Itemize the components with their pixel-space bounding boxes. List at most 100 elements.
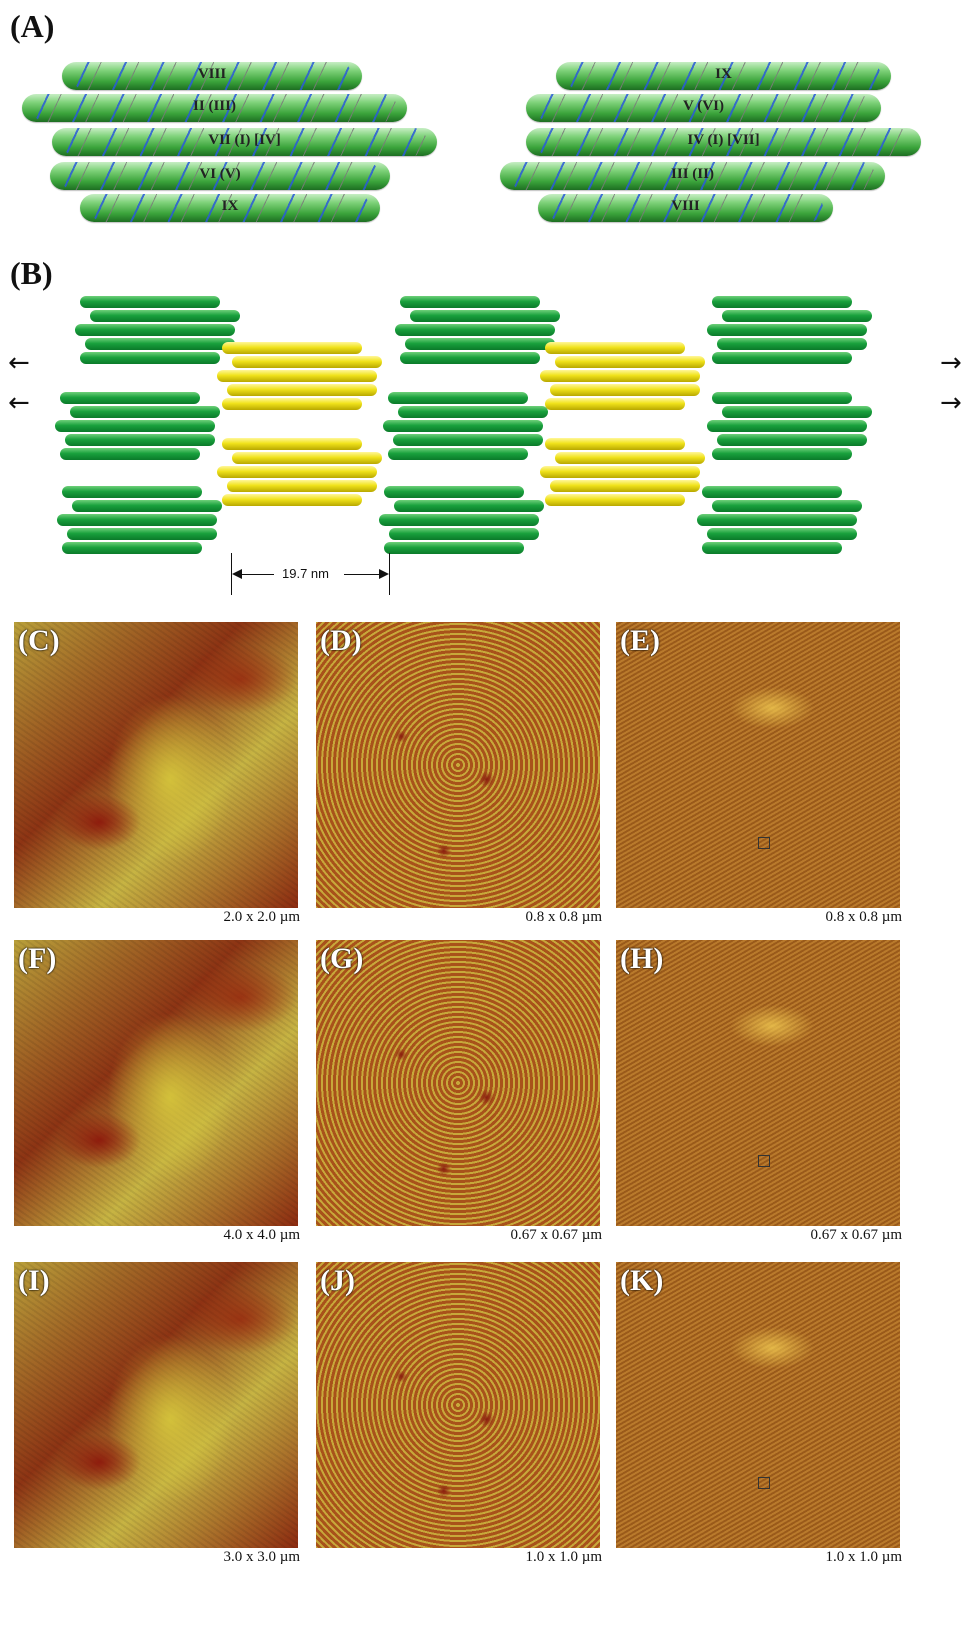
fibril-rod [232,452,382,464]
fibril-rod [540,466,700,478]
helix-label: VIII [197,66,227,82]
afm-image: (D) [316,622,600,908]
fibril-rod [70,406,220,418]
fibril-rod [384,542,524,554]
afm-image: (C) [14,622,298,908]
fibril-rod [550,480,700,492]
helix: V (VI) [526,94,881,122]
fibril-rod [227,480,377,492]
fibril-rod [550,384,700,396]
fibril-rod [227,384,377,396]
fibril-rod [707,324,867,336]
fibril-rod [405,338,555,350]
afm-image: (I) [14,1262,298,1548]
arrow-left-icon: ← [8,388,30,418]
panel-a-label: (A) [10,8,55,44]
afm-image-label: (H) [620,942,664,975]
helix: IX [556,62,891,90]
helix-label: IX [715,66,732,82]
fibril-rod [80,296,220,308]
fibril-rod [410,310,560,322]
fibril-rod [80,352,220,364]
fibril-rod [545,438,685,450]
afm-scan-size: 0.67 x 0.67 µm [510,1227,602,1243]
helix: VI (V) [50,162,390,190]
helix: IX [80,194,380,222]
helix: III (II) [500,162,885,190]
fibril-rod [85,338,235,350]
fibril-rod [540,370,700,382]
fibril-rod [712,392,852,404]
helix-label: IV (I) [VII] [687,132,760,148]
helix-label: VII (I) [IV] [208,132,281,148]
arrow-right-icon: → [940,388,962,418]
afm-scan-size: 2.0 x 2.0 µm [223,909,300,925]
fibril-rod [717,338,867,350]
fibril-rod [388,392,528,404]
afm-scan-size: 1.0 x 1.0 µm [525,1549,602,1565]
helix-label: V (VI) [683,98,724,114]
helix: II (III) [22,94,407,122]
helix: IV (I) [VII] [526,128,921,156]
afm-image: (F) [14,940,298,1226]
fibril-rod [707,528,857,540]
afm-image-label: (F) [18,942,57,975]
afm-image: (K) [616,1262,900,1548]
afm-image: (G) [316,940,600,1226]
panel-b-label: (B) [10,255,53,291]
afm-image-label: (C) [18,624,60,657]
afm-image: (E) [616,622,900,908]
afm-scan-size: 4.0 x 4.0 µm [223,1227,300,1243]
fibril-rod [722,406,872,418]
fibril-rod [712,296,852,308]
afm-scan-size: 0.67 x 0.67 µm [810,1227,902,1243]
fibril-rod [712,448,852,460]
fibril-rod [712,352,852,364]
afm-scan-size: 0.8 x 0.8 µm [525,909,602,925]
afm-image: (H) [616,940,900,1226]
afm-image-label: (K) [620,1264,664,1297]
helix-label: VIII [671,198,700,214]
fibril-rod [383,420,543,432]
fibril-rod [555,452,705,464]
fibril-rod [60,392,200,404]
fibril-rod [67,528,217,540]
fibril-rod [707,420,867,432]
fft-marker-icon [758,1154,770,1167]
afm-image-label: (G) [320,942,364,975]
fibril-rod [398,406,548,418]
afm-scan-size: 3.0 x 3.0 µm [223,1549,300,1565]
fft-marker-icon [758,836,770,849]
afm-image-label: (D) [320,624,362,657]
fibril-rod [65,434,215,446]
fibril-rod [55,420,215,432]
helix: VIII [538,194,833,222]
fibril-rod [702,486,842,498]
fibril-rod [393,434,543,446]
afm-scan-size: 0.8 x 0.8 µm [825,909,902,925]
fibril-rod [57,514,217,526]
fft-marker-icon [758,1476,770,1489]
fibril-rod [717,434,867,446]
fibril-rod [217,466,377,478]
fibril-rod [60,448,200,460]
fibril-rod [555,356,705,368]
fibril-rod [222,342,362,354]
fibril-rod [62,486,202,498]
fibril-rod [90,310,240,322]
afm-image-label: (J) [320,1264,355,1297]
afm-image-label: (E) [620,624,660,657]
fibril-rod [379,514,539,526]
fibril-rod [400,296,540,308]
fibril-rod [217,370,377,382]
arrow-left-icon: ← [8,348,30,378]
fibril-rod [389,528,539,540]
fibril-rod [222,398,362,410]
fibril-rod [722,310,872,322]
fibril-rod [545,494,685,506]
helix-label: II (III) [193,98,236,114]
fibril-rod [222,438,362,450]
helix-label: VI (V) [199,166,241,182]
helix: VIII [62,62,362,90]
fibril-rod [388,448,528,460]
